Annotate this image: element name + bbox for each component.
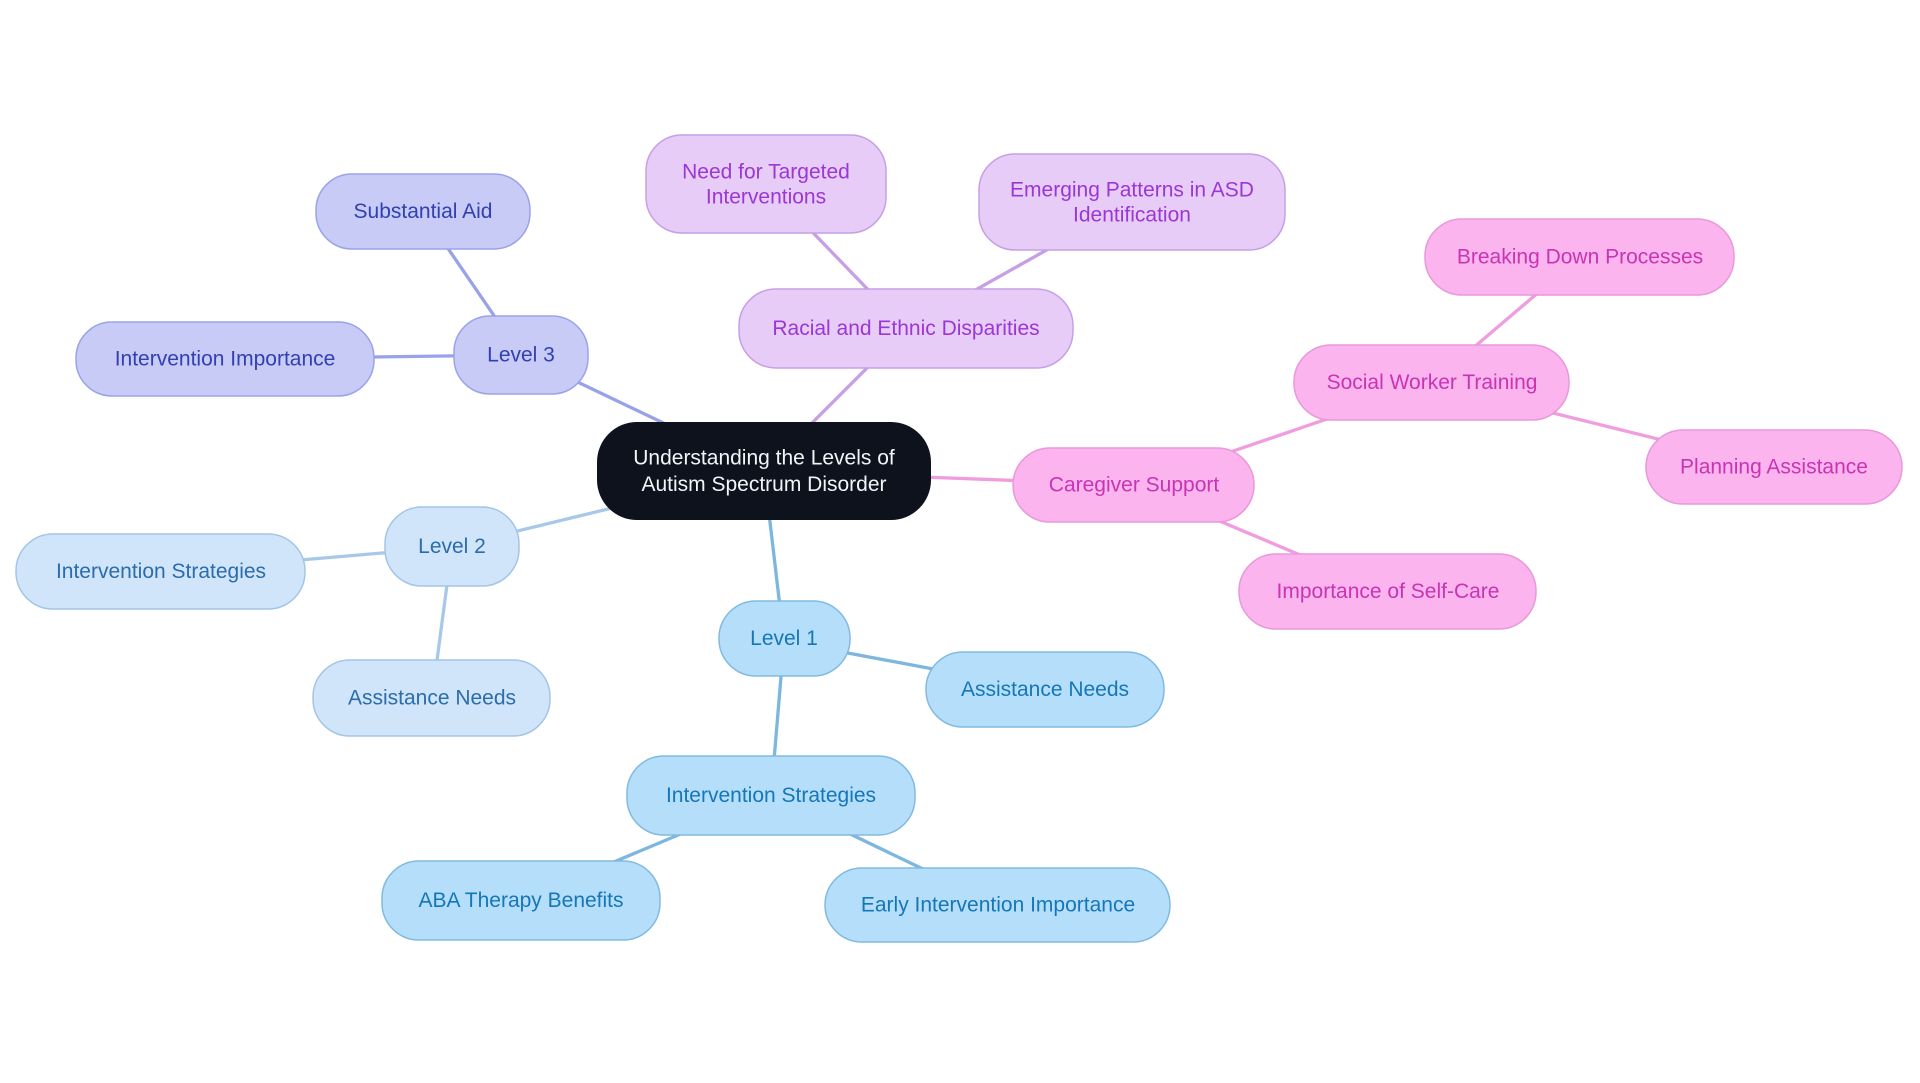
svg-text:Intervention Importance: Intervention Importance	[115, 348, 336, 371]
svg-text:Level 3: Level 3	[487, 344, 555, 367]
svg-text:Early Intervention Importance: Early Intervention Importance	[861, 894, 1135, 917]
svg-text:Level 1: Level 1	[750, 627, 818, 650]
svg-text:Breaking Down Processes: Breaking Down Processes	[1457, 246, 1703, 269]
svg-text:Intervention Strategies: Intervention Strategies	[56, 560, 266, 583]
svg-text:Understanding the Levels of: Understanding the Levels of	[633, 447, 895, 470]
svg-text:ABA Therapy Benefits: ABA Therapy Benefits	[418, 889, 623, 912]
svg-text:Substantial Aid: Substantial Aid	[354, 200, 493, 223]
svg-text:Social Worker Training: Social Worker Training	[1327, 371, 1538, 394]
svg-text:Importance of Self-Care: Importance of Self-Care	[1277, 580, 1500, 603]
svg-text:Assistance Needs: Assistance Needs	[348, 687, 516, 710]
svg-text:Caregiver Support: Caregiver Support	[1049, 474, 1220, 497]
svg-text:Autism Spectrum Disorder: Autism Spectrum Disorder	[641, 473, 886, 496]
svg-text:Planning Assistance: Planning Assistance	[1680, 456, 1868, 479]
svg-text:Level 2: Level 2	[418, 535, 486, 558]
svg-text:Need for Targeted: Need for Targeted	[682, 161, 850, 184]
svg-text:Intervention Strategies: Intervention Strategies	[666, 784, 876, 807]
svg-text:Identification: Identification	[1073, 204, 1191, 227]
svg-text:Interventions: Interventions	[706, 186, 826, 209]
svg-text:Assistance Needs: Assistance Needs	[961, 678, 1129, 701]
svg-text:Emerging Patterns in ASD: Emerging Patterns in ASD	[1010, 179, 1254, 202]
svg-text:Racial and Ethnic Disparities: Racial and Ethnic Disparities	[772, 317, 1039, 340]
